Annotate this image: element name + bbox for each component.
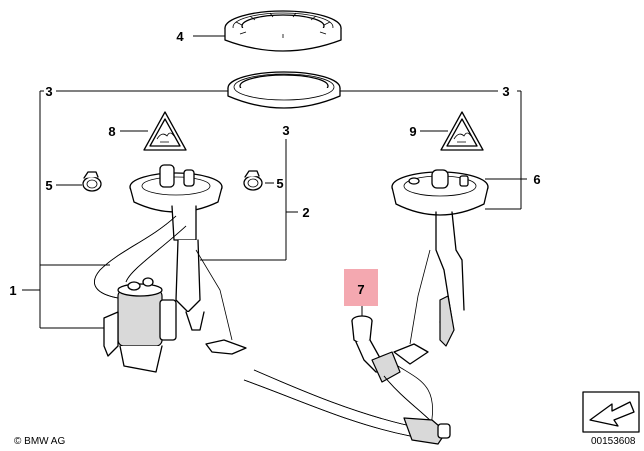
- right-fuel-sender-assembly: [391, 169, 489, 365]
- callout-6[interactable]: 6: [533, 172, 540, 187]
- warning-label-8: [143, 111, 187, 151]
- callout-8[interactable]: 8: [108, 124, 115, 139]
- callouts: 4 3 3 3 8 9 5 5 6 2 1 7: [9, 29, 540, 298]
- fuel-line-assembly: [243, 315, 451, 445]
- callout-7-highlight: [344, 269, 378, 306]
- copyright-text: © BMW AG: [14, 436, 65, 447]
- left-fuel-pump-assembly: [94, 164, 247, 373]
- callout-5-right[interactable]: 5: [276, 176, 283, 191]
- gasket-ring-part: [227, 71, 341, 109]
- callout-7[interactable]: 7: [357, 282, 364, 297]
- callout-3-left[interactable]: 3: [45, 84, 52, 99]
- leader-lines: [22, 35, 527, 329]
- callout-1[interactable]: 1: [9, 283, 16, 298]
- hose-clamp-right: [243, 170, 263, 191]
- callout-2[interactable]: 2: [302, 205, 309, 220]
- callout-9[interactable]: 9: [409, 124, 416, 139]
- callout-4[interactable]: 4: [176, 29, 184, 44]
- warning-label-9: [440, 111, 484, 151]
- hose-clamp-left: [82, 171, 102, 192]
- callout-3-center[interactable]: 3: [282, 123, 289, 138]
- callout-5-left[interactable]: 5: [45, 178, 52, 193]
- arrow-icon: [582, 391, 640, 433]
- diagram-number: 00153608: [591, 436, 636, 447]
- callout-3-right[interactable]: 3: [502, 84, 509, 99]
- lock-ring-part: [224, 10, 342, 52]
